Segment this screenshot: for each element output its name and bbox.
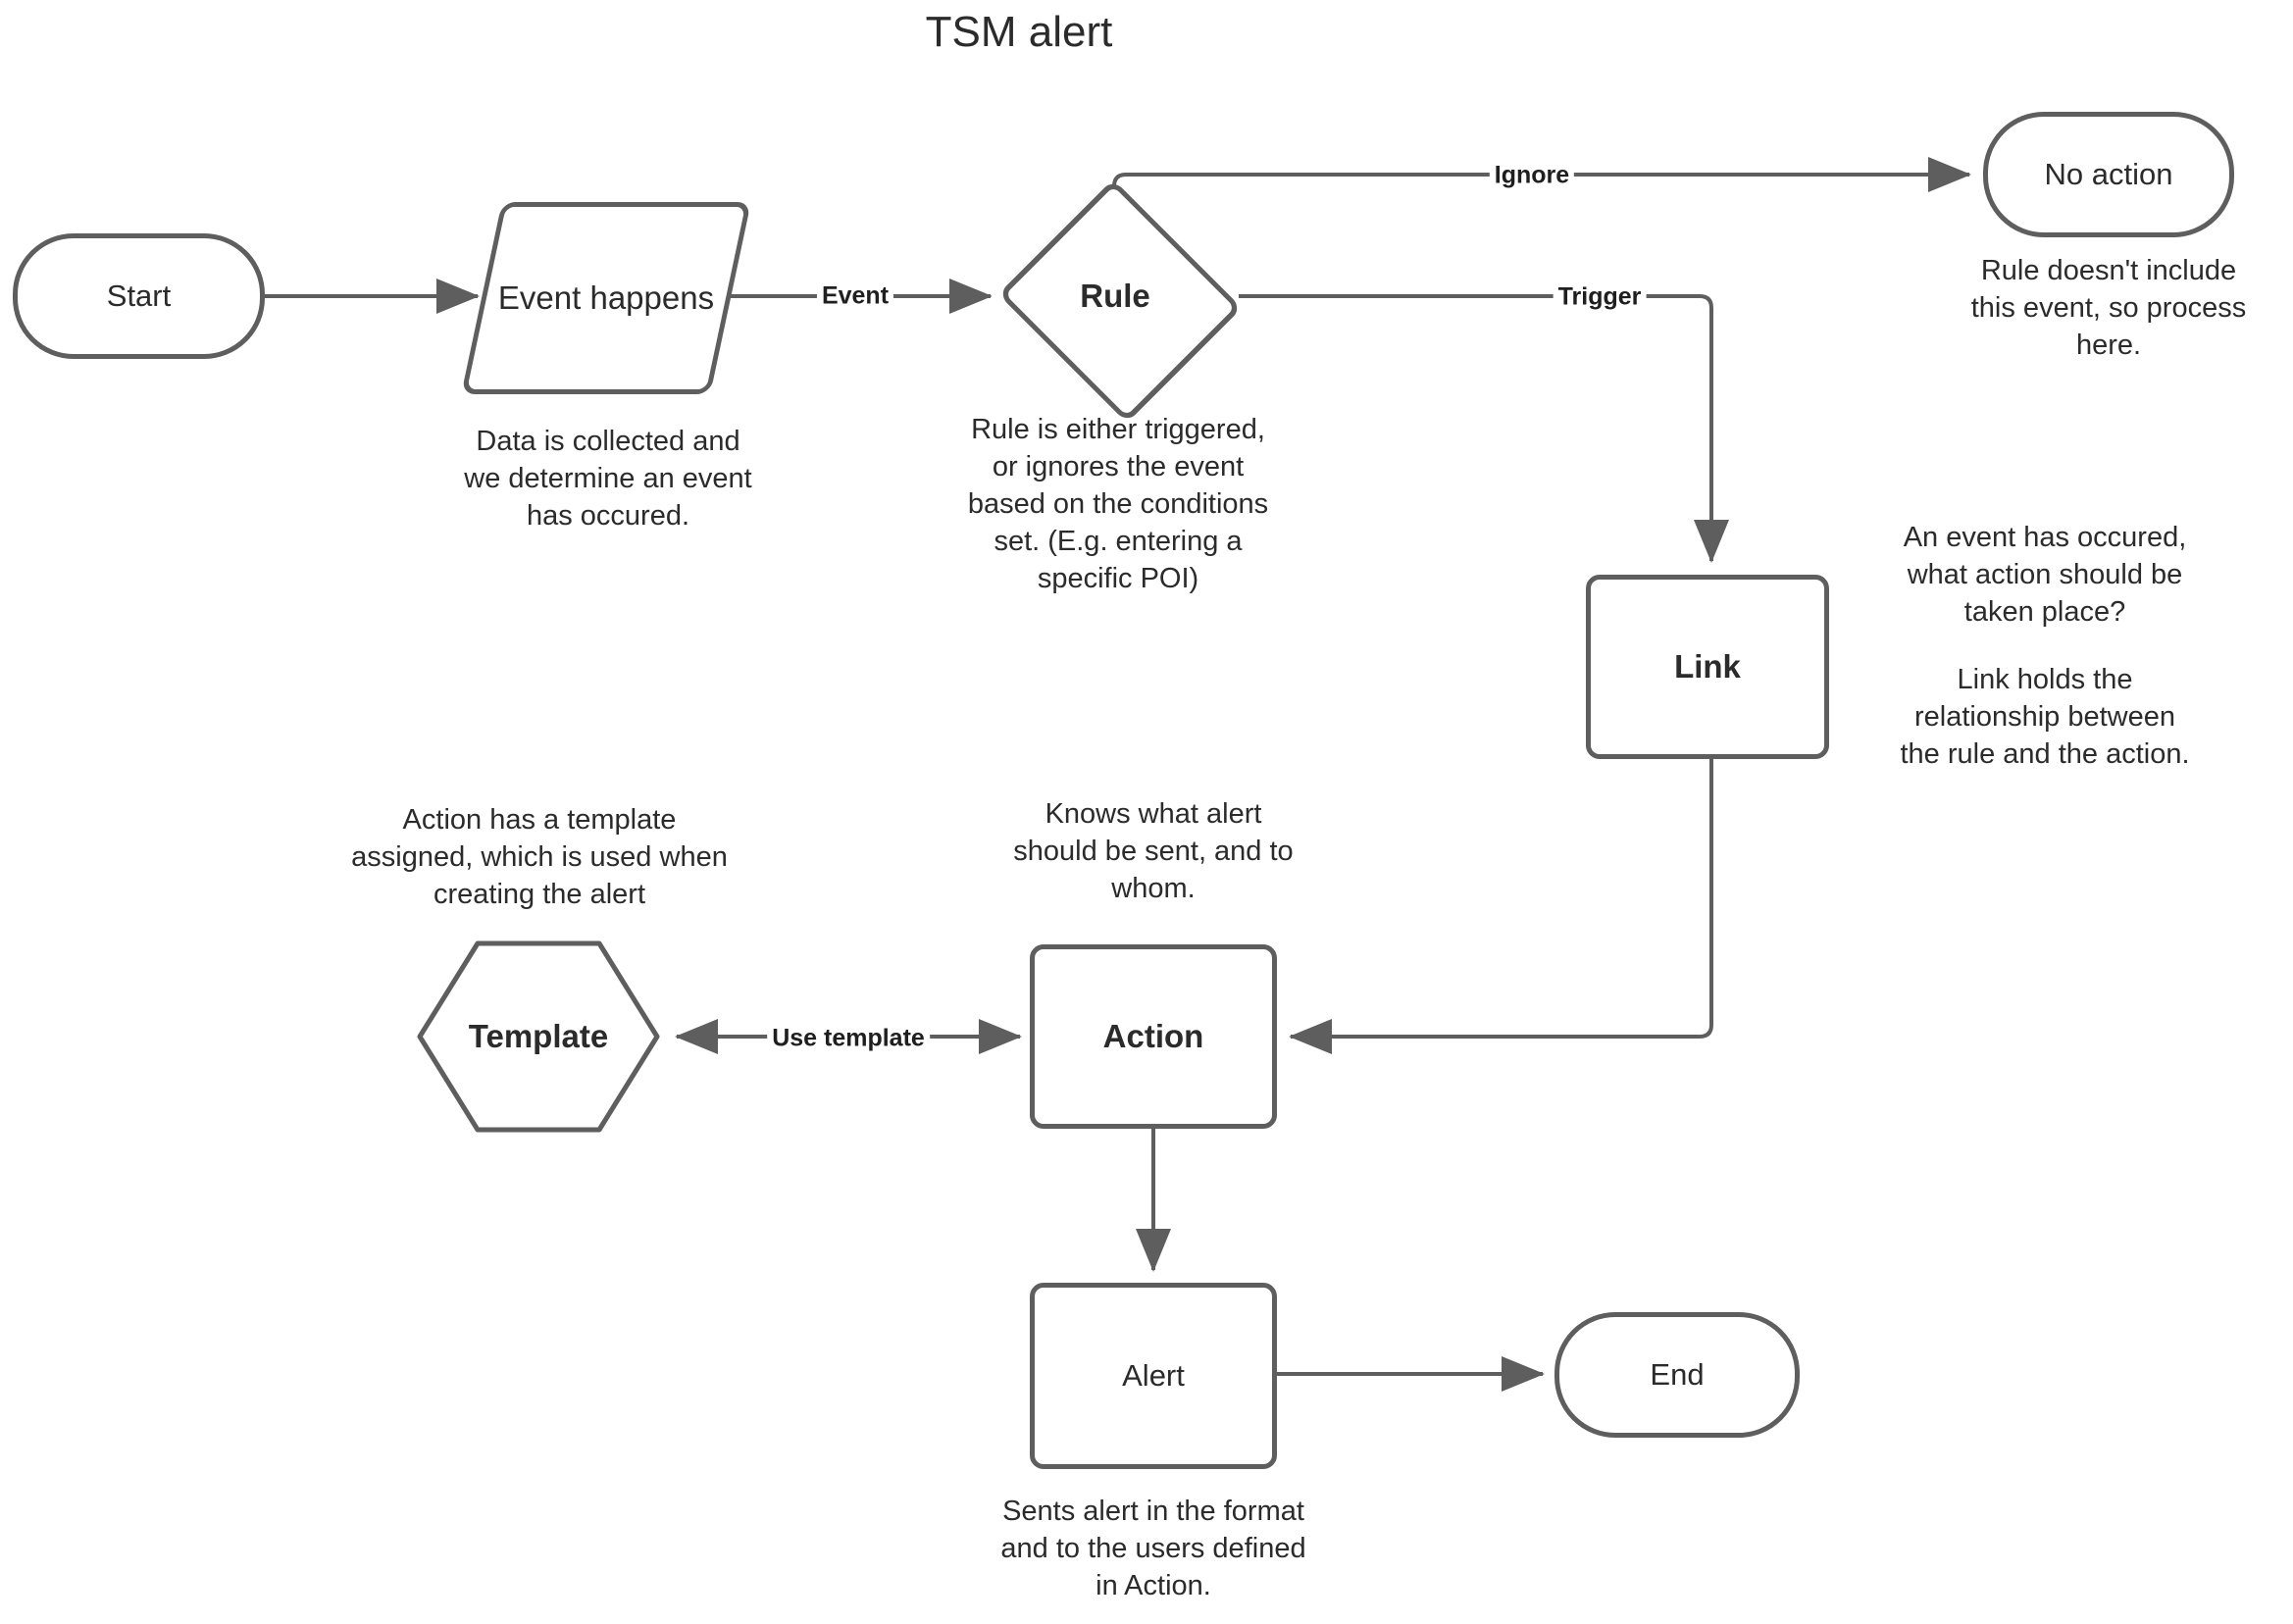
node-action[interactable]: Action <box>1030 944 1277 1129</box>
node-alert[interactable]: Alert <box>1030 1283 1277 1469</box>
caption-link-question: An event has occured, what action should… <box>1903 522 2187 628</box>
page-title: TSM alert <box>0 8 2293 57</box>
node-link[interactable]: Link <box>1586 575 1829 759</box>
caption-action: Knows what alert should be sent, and to … <box>1013 798 1294 904</box>
node-action-label: Action <box>1102 1017 1204 1054</box>
edge-label-use-template: Use template <box>767 1024 930 1053</box>
node-rule-label: Rule <box>1080 277 1150 314</box>
node-end-label: End <box>1650 1356 1705 1392</box>
caption-no-action: Rule doesn't include this event, so proc… <box>1970 255 2247 361</box>
edge-label-trigger: Trigger <box>1553 282 1647 312</box>
node-template[interactable]: Template <box>416 939 661 1134</box>
node-alert-label: Alert <box>1122 1357 1185 1393</box>
node-start[interactable]: Start <box>13 233 265 359</box>
caption-rule: Rule is either triggered, or ignores the… <box>967 414 1269 594</box>
edge-link-to-action <box>1289 757 1713 1054</box>
edge-label-event: Event <box>816 281 894 311</box>
node-no-action-label: No action <box>2044 156 2173 191</box>
page-title-text: TSM alert <box>925 8 1113 56</box>
caption-link-description: Link holds the relationship between the … <box>1900 664 2190 770</box>
node-template-label: Template <box>468 1017 609 1054</box>
node-start-label: Start <box>106 278 172 313</box>
caption-template: Action has a template assigned, which is… <box>351 804 728 910</box>
node-event-happens-label: Event happens <box>497 279 715 316</box>
caption-event-happens: Data is collected and we determine an ev… <box>464 426 752 532</box>
caption-alert: Sents alert in the format and to the use… <box>1000 1496 1306 1601</box>
node-link-label: Link <box>1674 647 1741 685</box>
node-rule[interactable]: Rule <box>992 178 1243 424</box>
hexagon-shape <box>417 940 660 1133</box>
edge-label-ignore: Ignore <box>1489 161 1575 190</box>
node-no-action[interactable]: No action <box>1983 112 2234 237</box>
node-event-happens[interactable]: Event happens <box>461 202 751 394</box>
node-end[interactable]: End <box>1554 1312 1800 1438</box>
